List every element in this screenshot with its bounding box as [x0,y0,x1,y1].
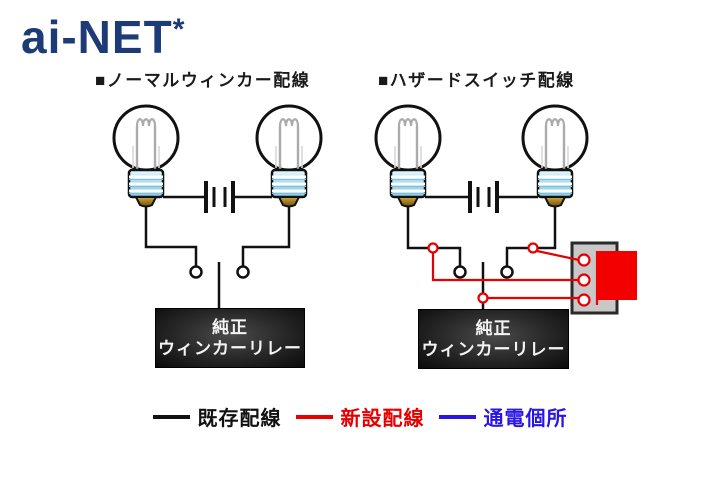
blue-line-swatch [438,414,476,419]
relay-label-line2: ウィンカーリレー [421,340,566,359]
battery-icon [204,181,235,213]
legend-label: 新設配線 [340,408,425,430]
genuine-winker-relay-box: 純正 ウィンカーリレー [418,309,569,369]
right-turn-signal-bulb-icon [521,104,589,208]
switch-terminal [577,273,591,287]
switch-terminal [577,253,591,267]
legend: 既存配線 新設配線 通電個所 [0,402,720,431]
switch-contact [500,265,514,279]
new-wire [431,249,580,300]
genuine-winker-relay-box: 純正 ウィンカーリレー [155,308,305,368]
hazard-switch-wiring-heading: ■ハザードスイッチ配線 [378,71,575,90]
wire-junction [477,292,489,304]
left-turn-signal-bulb-icon [374,104,442,208]
relay-label-line2: ウィンカーリレー [158,339,302,358]
wire-junction [427,242,439,254]
red-line-swatch [295,414,333,419]
legend-item-existing-wiring: 既存配線 [152,402,282,431]
switch-terminal [577,293,591,307]
ai-net-logo: ai-NET* [21,14,184,60]
battery-icon [468,181,499,213]
legend-label: 既存配線 [197,408,282,430]
relay-label-line1: 純正 [212,317,248,337]
legend-label: 通電個所 [483,408,568,430]
switch-contact [189,265,203,279]
switch-contact [236,265,250,279]
logo-text: ai-NET [21,11,173,63]
existing-wire [144,195,291,308]
left-turn-signal-bulb-icon [112,104,180,208]
legend-item-new-wiring: 新設配線 [295,402,425,431]
switch-contact [453,265,467,279]
relay-label-line1: 純正 [475,318,512,338]
black-line-swatch [152,414,190,419]
wire-junction [527,242,539,254]
normal-winker-wiring-heading: ■ノーマルウィンカー配線 [95,71,311,90]
logo-asterisk: * [172,13,185,46]
right-turn-signal-bulb-icon [255,104,323,208]
hazard-switch-circuit [374,104,637,315]
legend-item-energized-points: 通電個所 [438,402,568,431]
normal-winker-circuit [112,104,323,308]
